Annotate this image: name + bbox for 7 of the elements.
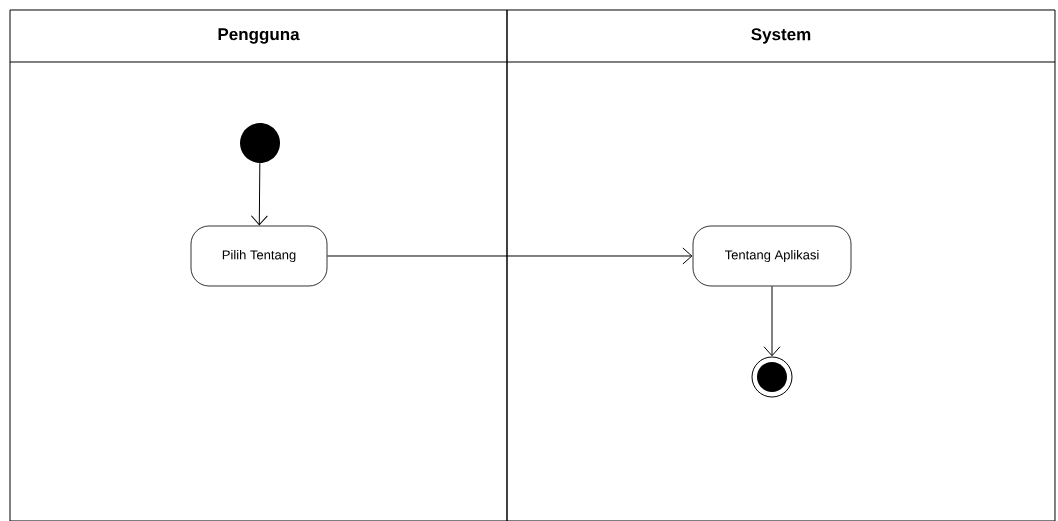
arrow bbox=[250, 162, 268, 226]
activity-box: Tentang Aplikasi bbox=[692, 225, 852, 287]
end-node bbox=[751, 356, 793, 398]
arrow bbox=[763, 285, 781, 357]
start-node bbox=[240, 123, 280, 163]
activity-box: Pilih Tentang bbox=[190, 225, 328, 287]
arrow bbox=[326, 247, 693, 265]
